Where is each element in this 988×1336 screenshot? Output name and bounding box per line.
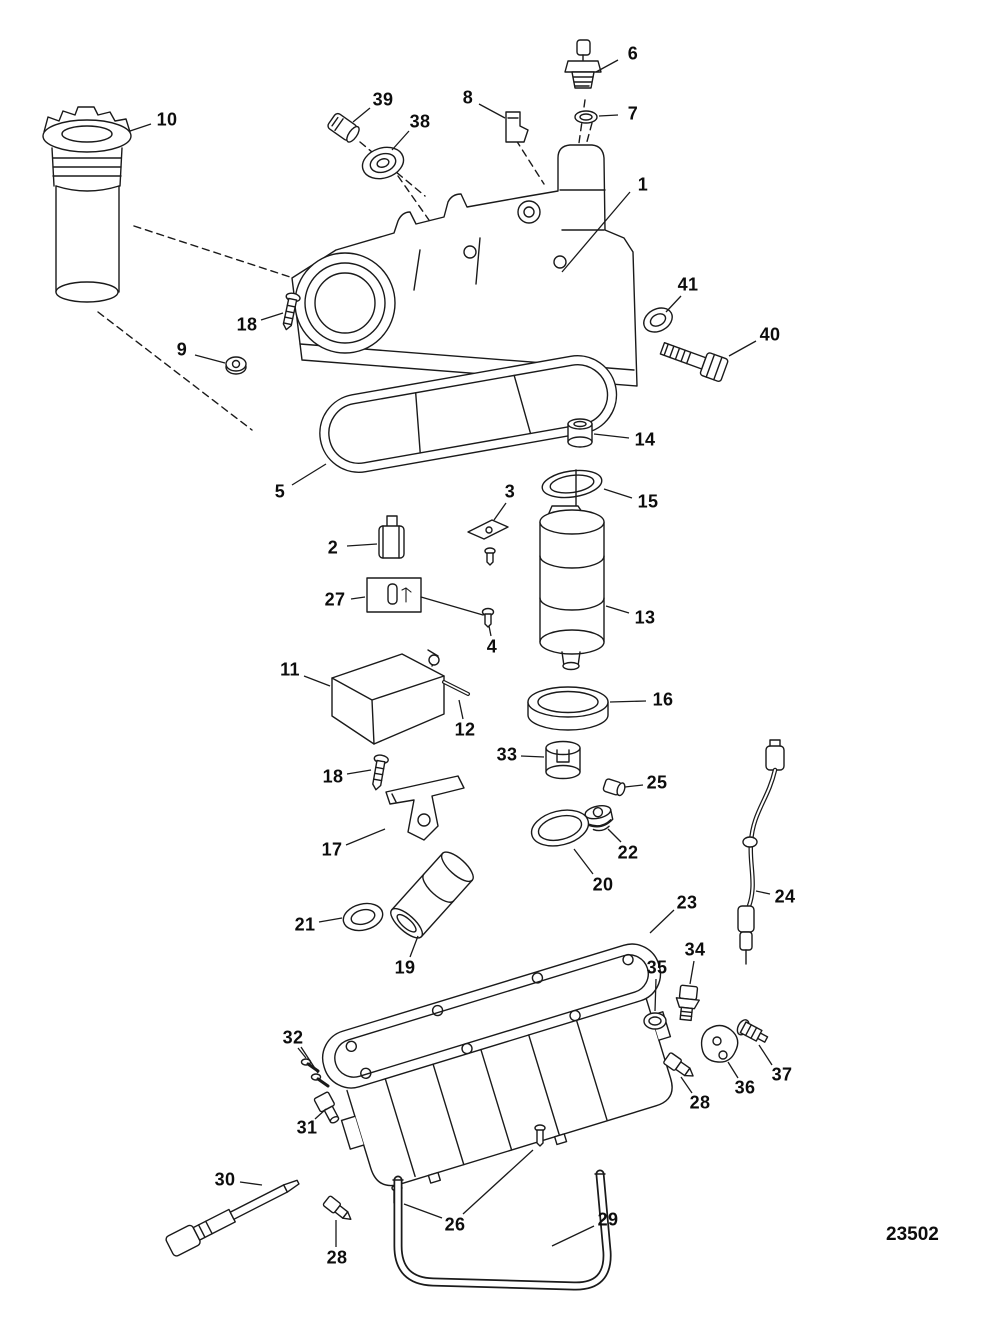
callout-37: 37	[771, 1064, 793, 1085]
part-16-cup	[527, 686, 609, 731]
part-28-fitting-2	[322, 1195, 352, 1220]
callout-16: 16	[652, 689, 674, 710]
part-18-screw-2	[372, 754, 389, 791]
part-11-float	[331, 649, 445, 745]
part-15-seal-ring	[541, 469, 603, 499]
part-19-fuel-pump-lower	[390, 851, 474, 939]
callout-39: 39	[372, 89, 394, 110]
callout-4: 4	[486, 636, 498, 657]
callout-18: 18	[236, 314, 258, 335]
callout-41: 41	[677, 274, 699, 295]
part-27-service-kit	[366, 577, 484, 616]
callout-29: 29	[597, 1209, 619, 1230]
part-6-sensor	[564, 39, 602, 89]
callout-32: 32	[282, 1027, 304, 1048]
part-2-filter-insert	[378, 515, 405, 559]
part-22-screw-plug	[584, 805, 614, 832]
part-4-screw	[481, 607, 495, 628]
callout-14: 14	[634, 429, 656, 450]
callout-26: 26	[444, 1214, 466, 1235]
part-18-screw	[282, 292, 301, 331]
part-24-wiring-harness	[737, 739, 785, 965]
callout-35: 35	[646, 957, 668, 978]
part-38-grommet	[361, 146, 405, 180]
part-3-retainer-plate	[467, 519, 509, 566]
part-23-tank-body	[321, 943, 673, 1187]
part-28-fitting	[663, 1052, 694, 1077]
callout-3: 3	[504, 481, 516, 502]
callout-31: 31	[296, 1117, 318, 1138]
callout-28: 28	[326, 1247, 348, 1268]
part-32-screws	[300, 1058, 330, 1088]
part-36-gasket	[700, 1024, 739, 1063]
diagram-number: 23502	[886, 1224, 939, 1245]
part-29-hose	[392, 1169, 612, 1291]
callout-1: 1	[637, 174, 649, 195]
callout-21: 21	[294, 914, 316, 935]
callout-40: 40	[759, 324, 781, 345]
part-31-elbow-fitting	[313, 1091, 340, 1124]
callout-11: 11	[280, 659, 300, 680]
part-33-holder	[545, 740, 581, 780]
part-39-fitting	[327, 112, 360, 143]
callout-19: 19	[394, 957, 416, 978]
part-1-separator-cover	[291, 144, 638, 387]
part-14-bushing	[567, 418, 593, 448]
part-34-fitting	[675, 984, 700, 1022]
part-40-bolt	[659, 341, 729, 383]
callout-17: 17	[321, 839, 343, 860]
callout-36: 36	[734, 1077, 756, 1098]
part-5-gasket	[319, 355, 618, 473]
part-25-plug	[602, 778, 626, 797]
part-7-seal	[574, 110, 598, 124]
part-37-bolt	[736, 1019, 769, 1043]
callout-33: 33	[496, 744, 518, 765]
part-13-fuel-pump	[539, 469, 605, 671]
callout-7: 7	[627, 103, 639, 124]
part-41-washer	[643, 307, 673, 333]
callout-9: 9	[176, 339, 188, 360]
part-12-pin	[442, 680, 470, 696]
callout-23: 23	[676, 892, 698, 913]
callout-20: 20	[592, 874, 614, 895]
callout-28: 28	[689, 1092, 711, 1113]
callout-22: 22	[617, 842, 639, 863]
callout-27: 27	[324, 589, 346, 610]
callout-10: 10	[156, 109, 178, 130]
part-30-sensor	[165, 1179, 300, 1257]
part-17-bracket	[385, 775, 465, 841]
callout-12: 12	[454, 719, 476, 740]
part-21-washer	[342, 902, 384, 932]
callout-24: 24	[774, 886, 796, 907]
part-9-nut	[225, 356, 247, 375]
callout-25: 25	[646, 772, 668, 793]
part-35-seal	[643, 1012, 667, 1030]
part-8-elbow-fitting	[505, 111, 529, 143]
callout-8: 8	[462, 87, 474, 108]
callout-2: 2	[327, 537, 339, 558]
callout-15: 15	[637, 491, 659, 512]
callout-18: 18	[322, 766, 344, 787]
callout-30: 30	[214, 1169, 236, 1190]
callout-6: 6	[627, 43, 639, 64]
callout-13: 13	[634, 607, 656, 628]
part-20-o-ring	[530, 809, 590, 847]
callout-34: 34	[684, 939, 706, 960]
part-10-fuel-filter	[42, 106, 132, 303]
callout-38: 38	[409, 111, 431, 132]
callout-5: 5	[274, 481, 286, 502]
